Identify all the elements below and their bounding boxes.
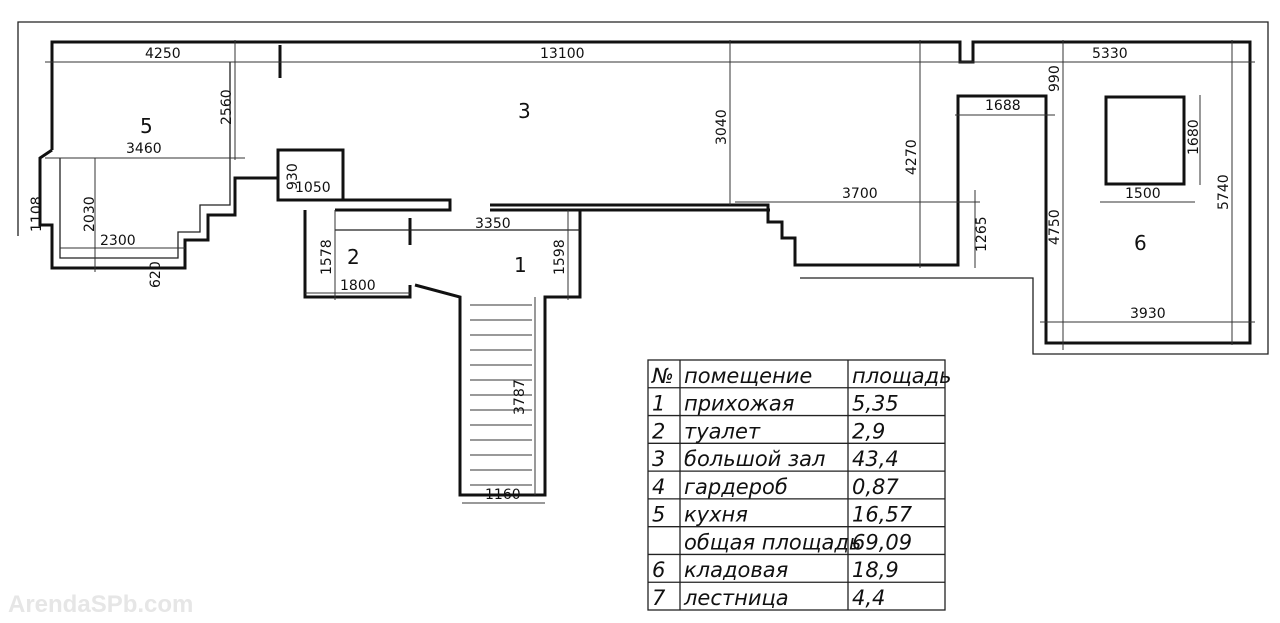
dimension-lines	[45, 40, 1255, 504]
table-cell: большой зал	[684, 447, 825, 471]
dim-4250: 4250	[145, 46, 181, 62]
table-header: площадь	[852, 364, 952, 388]
table-cell: 4	[652, 475, 665, 499]
column	[1104, 95, 1186, 186]
wall-kitchen-inner	[59, 62, 231, 259]
wardrobe-wall	[276, 148, 345, 202]
table-cell: 43,4	[852, 447, 899, 471]
dim-5330: 5330	[1092, 46, 1128, 62]
room-label-1: 1	[514, 253, 527, 277]
room-label-5: 5	[140, 114, 153, 138]
wall-corridor	[278, 198, 452, 212]
table-cell: кухня	[684, 503, 748, 527]
watermark: ArendaSPb.com	[8, 591, 193, 618]
table-cell: гардероб	[684, 475, 788, 499]
dim-1050: 1050	[295, 180, 331, 196]
table-cell: 18,9	[852, 558, 899, 582]
table-cell: 2	[652, 419, 665, 443]
dim-2560: 2560	[219, 89, 235, 125]
room-label-3: 3	[518, 99, 531, 123]
table-cell: прихожая	[684, 392, 794, 416]
table-cell: 5,35	[852, 392, 899, 416]
dim-990: 990	[1047, 65, 1063, 92]
room-label-6: 6	[1134, 231, 1147, 255]
dim-1598: 1598	[552, 239, 568, 275]
dim-620: 620	[148, 261, 164, 288]
dim-1578: 1578	[319, 239, 335, 275]
dim-3930: 3930	[1130, 306, 1166, 322]
outer-border	[17, 21, 1269, 355]
wall-kitchen	[38, 148, 278, 270]
table-header: №	[651, 364, 674, 388]
room-area-table: № помещение площадь 1 прихожая 5,35 2 туалет 2,9…	[647, 359, 952, 611]
table-cell: 16,57	[852, 503, 913, 527]
table-cell: кладовая	[684, 558, 788, 582]
dim-2030: 2030	[82, 196, 98, 232]
dim-1265: 1265	[974, 216, 990, 252]
table-header: помещение	[684, 364, 812, 388]
table-cell: 1	[652, 392, 665, 416]
dim-4270: 4270	[904, 139, 920, 175]
room-label-2: 2	[347, 245, 360, 269]
dim-4750: 4750	[1047, 209, 1063, 245]
dim-1160: 1160	[485, 487, 521, 503]
dim-1688: 1688	[985, 98, 1021, 114]
dim-2300: 2300	[100, 233, 136, 249]
dim-3350: 3350	[475, 216, 511, 232]
dim-1800: 1800	[340, 278, 376, 294]
wall-hall	[414, 210, 582, 497]
dim-5740: 5740	[1216, 174, 1232, 210]
dim-3460: 3460	[126, 141, 162, 157]
table-cell: 6	[652, 558, 665, 582]
table-cell: туалет	[684, 419, 761, 443]
table-cell: 4,4	[852, 586, 885, 610]
wall-toilet	[303, 210, 412, 299]
table-cell: 3	[652, 447, 665, 471]
dim-13100: 13100	[540, 46, 585, 62]
wall-north	[50, 40, 1252, 345]
dim-1500: 1500	[1125, 186, 1161, 202]
dim-930: 930	[285, 163, 301, 190]
dim-3040: 3040	[714, 109, 730, 145]
table-cell: 69,09	[852, 530, 912, 554]
staircase	[470, 304, 532, 486]
dim-1108: 1108	[29, 196, 45, 232]
table-cell: лестница	[683, 586, 789, 610]
dim-3700: 3700	[842, 186, 878, 202]
table-cell: 7	[652, 586, 666, 610]
table-cell: 0,87	[852, 475, 899, 499]
dim-1680: 1680	[1186, 119, 1202, 155]
table-cell: 2,9	[852, 419, 885, 443]
dim-3787: 3787	[512, 379, 528, 415]
table-cell: общая площадь	[684, 530, 861, 554]
table-cell: 5	[652, 503, 665, 527]
